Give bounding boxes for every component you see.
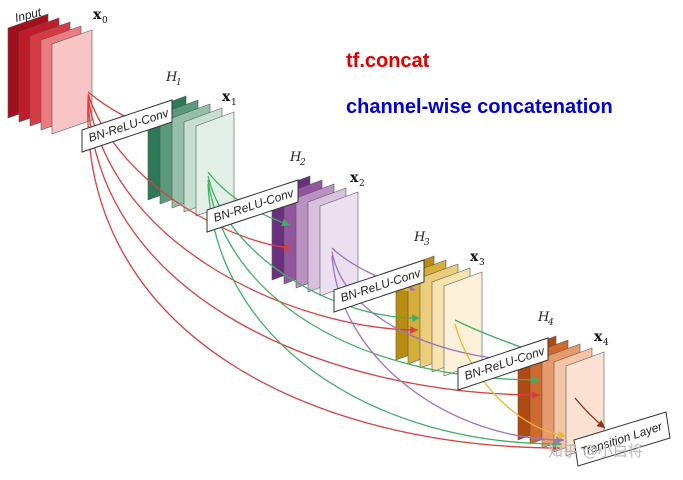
x4-label: x 4 — [594, 329, 609, 348]
svg-text:x: x — [93, 7, 102, 23]
svg-text:x: x — [594, 329, 603, 345]
feature-map-5 — [51, 29, 93, 135]
svg-text:1: 1 — [176, 78, 182, 88]
x1-label: x 1 — [222, 89, 237, 108]
zhihu-watermark: 知乎 @小白将 — [548, 442, 643, 460]
svg-text:3: 3 — [479, 258, 485, 268]
svg-text:0: 0 — [102, 16, 108, 26]
svg-text:H: H — [289, 150, 302, 165]
svg-text:x: x — [222, 89, 231, 105]
x3-label: x 3 — [470, 249, 485, 268]
link-x0-to-x4 — [87, 97, 541, 399]
x4-feature-stack — [517, 335, 605, 457]
h4-label: H 4 — [537, 310, 554, 328]
link-x1-to-transition — [207, 183, 563, 448]
channel-wise-concatenation-note: channel-wise concatenation — [346, 96, 613, 118]
svg-text:4: 4 — [547, 318, 554, 328]
link-x3-to-transition — [454, 323, 567, 439]
svg-text:x: x — [470, 249, 479, 265]
h3-label: H 3 — [413, 230, 430, 248]
svg-text:1: 1 — [231, 98, 237, 108]
svg-text:2: 2 — [299, 158, 306, 168]
link-x0-to-x3 — [87, 95, 419, 334]
tf-concat-note: tf.concat — [346, 50, 430, 72]
svg-text:x: x — [350, 170, 359, 186]
h2-label: H 2 — [289, 150, 306, 168]
h1-label: H 1 — [165, 70, 182, 88]
input-label: Input — [13, 5, 43, 25]
svg-text:H: H — [537, 310, 550, 325]
svg-text:3: 3 — [424, 238, 430, 248]
svg-text:2: 2 — [359, 179, 365, 189]
feature-map-5 — [319, 191, 359, 297]
input-feature-stack — [7, 13, 93, 135]
feature-map-5 — [195, 111, 235, 217]
svg-text:H: H — [165, 70, 178, 85]
x2-label: x 2 — [350, 170, 365, 189]
x0-label: x 0 — [93, 7, 108, 26]
svg-text:H: H — [413, 230, 426, 245]
link-x0-to-transition — [87, 99, 561, 452]
svg-text:4: 4 — [603, 338, 609, 348]
link-x4-to-transition — [574, 397, 606, 429]
